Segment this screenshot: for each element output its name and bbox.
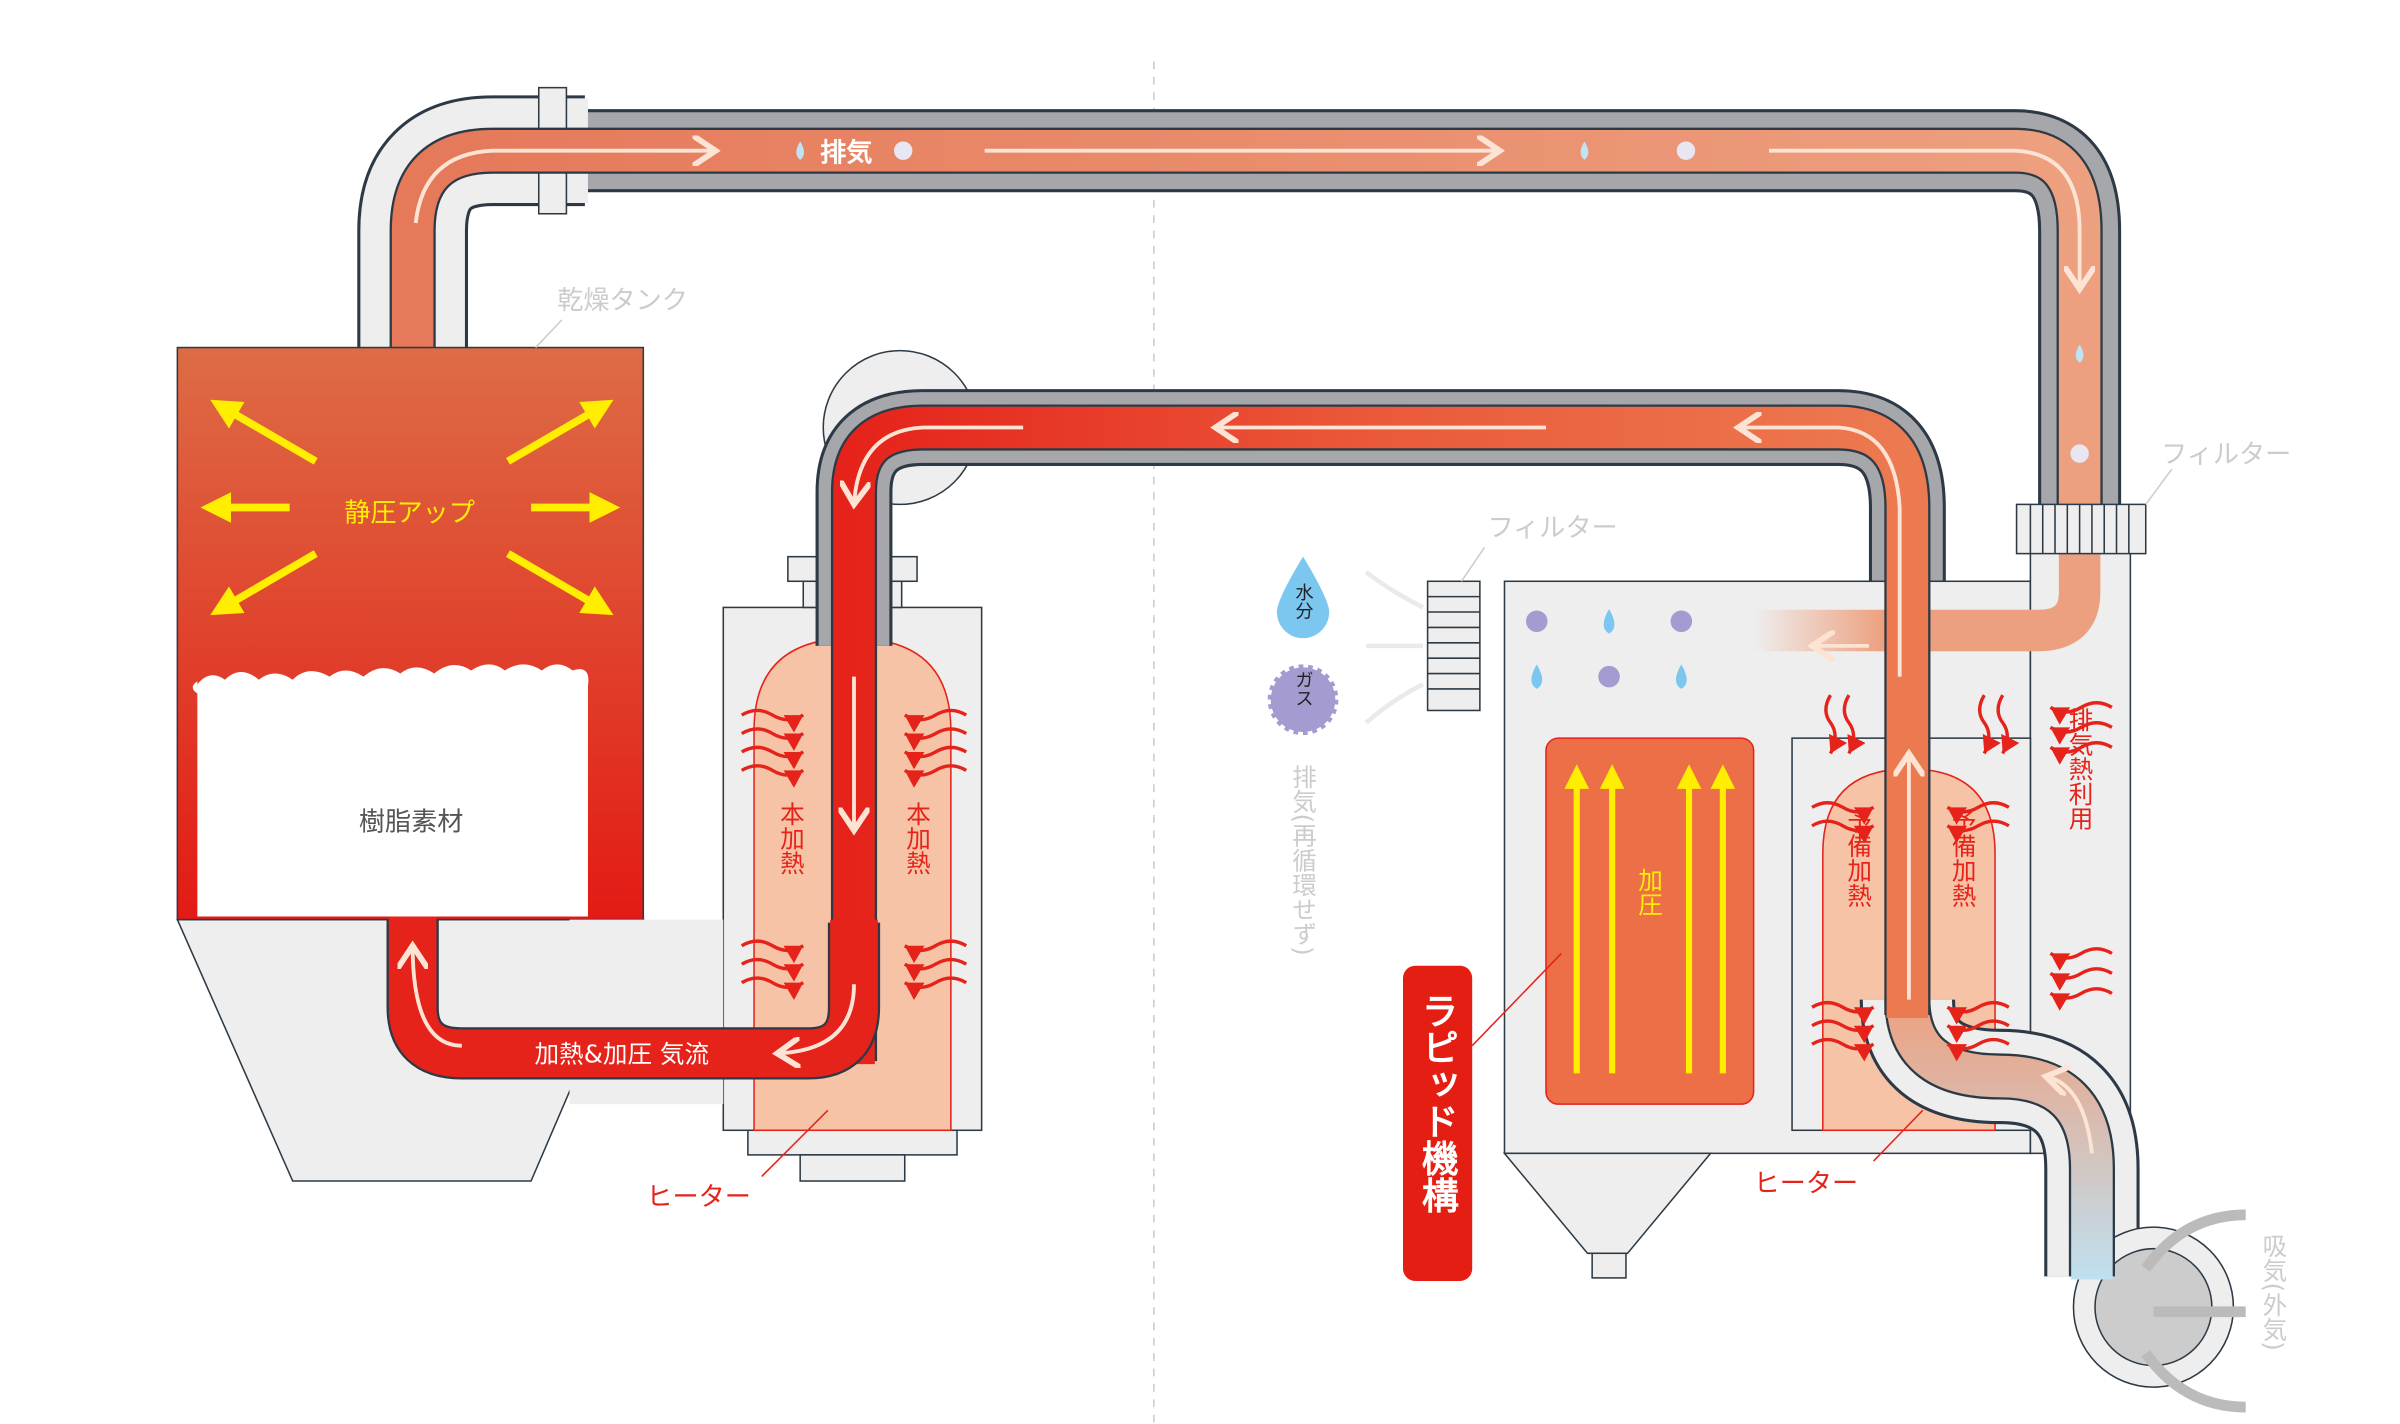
gas-particle-icon [893,141,913,160]
pressurize-arrows [1564,764,1736,1074]
leader-line [1873,1109,1924,1162]
exhaust-heat-label: 排気熱利用 [2065,707,2094,830]
intake-arrows [2141,1209,2246,1413]
flow-arrows [413,428,2094,1154]
leader-line [1471,952,1562,1047]
exhaust-top-label: 排気 [820,137,872,168]
main-heating-left-label: 本加熱 [776,801,805,875]
particles [1526,608,1693,689]
main-heating-right-label: 本加熱 [903,801,932,875]
exhaust-pipe [357,86,2122,508]
water-drop-icon [796,141,805,160]
static-pressure-label: 静圧アップ [344,498,475,528]
water-drop-icon [2075,344,2084,363]
gas-label: ガス [1293,670,1314,707]
gas-particle-icon [2070,444,2089,463]
water-drop-icon [1580,141,1589,160]
water-drop-icon [1276,556,1330,639]
heat-wave-icons [742,694,2112,1049]
drying-tank-label: 乾燥タンク [557,286,688,316]
gas-particle-icon [1676,141,1696,160]
rapid-mechanism-badge [1402,965,1473,1281]
airflow-label: 加熱&加圧 気流 [535,1040,710,1069]
leader-line [2145,468,2173,505]
filter-center-label: フィルター [1488,514,1618,544]
heater-left-label: ヒーター [646,1183,751,1213]
leader-line [535,319,563,349]
resin-material-label: 樹脂素材 [359,807,463,837]
heater-right-label: ヒーター [1754,1169,1859,1199]
preheat-right-label: 予備加熱 [1948,809,1977,907]
intake-label: 吸気(外気) [2259,1233,2288,1351]
exhaust-no-recirc-label: 排気(再循環せず) [1289,764,1318,956]
leader-line [1460,547,1486,582]
leader-line [761,1109,829,1177]
rapid-mechanism-label: ラピッド機構 [1415,992,1458,1213]
preheat-left-label: 予備加熱 [1844,809,1873,907]
moisture-label: 水分 [1293,583,1314,620]
gas-particle-icon [1267,664,1339,736]
pressurize-label: 加圧 [1635,867,1664,917]
filter-right-label: フィルター [2161,440,2291,470]
pressure-arrows [200,399,621,616]
drying-tank: 樹脂素材 [176,346,645,1182]
filter-icon [1426,503,2147,712]
exhaust-out-arrows [1364,570,1425,725]
